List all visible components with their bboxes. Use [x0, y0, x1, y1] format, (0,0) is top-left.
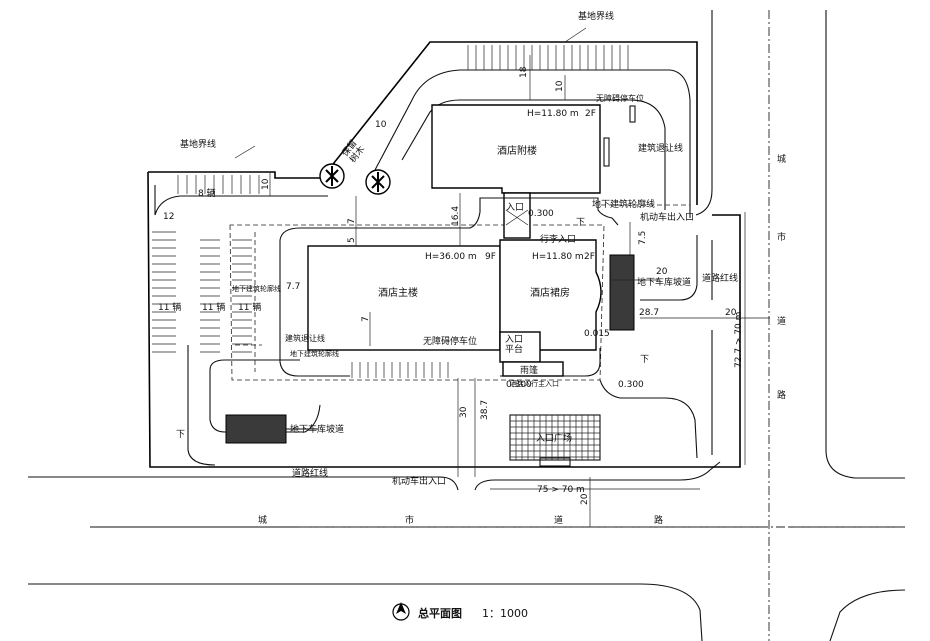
- label-underground-bottom: 地下建筑轮廓线: [290, 349, 339, 358]
- elevation-4: 0.015: [584, 329, 610, 339]
- label-city-road-b3: 路: [654, 514, 663, 526]
- label-vehicle-entrance-right: 机动车出入口: [640, 211, 694, 223]
- parking-count-left3: 11 辆: [238, 301, 261, 313]
- parking-count-left1: 11 辆: [158, 301, 181, 313]
- dim-38-7: 38.7: [480, 400, 490, 420]
- label-entrance-main: 入口平台: [505, 334, 523, 355]
- dim-30: 30: [459, 406, 469, 418]
- dim-12: 12: [163, 212, 174, 222]
- label-city-road-b2: 道: [554, 514, 563, 526]
- elevation-1: 0.300: [528, 209, 554, 219]
- ramp-left: [225, 414, 287, 444]
- label-main-entrance-note: 酒店入行主入口: [510, 379, 559, 388]
- label-underground-left: 地下建筑轮廓线: [232, 284, 281, 293]
- height-annex: H=11.80 m: [527, 109, 579, 119]
- elevation-3: 0.300: [618, 380, 644, 390]
- label-site-boundary-left: 基地界线: [180, 138, 216, 150]
- ramp-right: [609, 254, 635, 331]
- label-underground-top: 地下建筑轮廓线: [592, 198, 655, 210]
- dim-5: 5: [347, 237, 357, 243]
- label-canopy: 雨篷: [520, 364, 538, 376]
- floors-annex: 2F: [585, 109, 596, 119]
- parking-count-left2: 11 辆: [202, 301, 225, 313]
- drawing-caption: 总平面图 1：1000: [392, 602, 528, 621]
- dim-20c: 20: [580, 493, 590, 505]
- annex-building: [431, 104, 601, 194]
- dim-28-7: 28.7: [639, 308, 659, 318]
- label-annex-building: 酒店附楼: [497, 144, 537, 157]
- label-road-redline-bottom: 道路红线: [292, 467, 328, 479]
- preserved-trees: [319, 163, 391, 195]
- label-podium: 酒店裙房: [530, 286, 570, 299]
- label-pedestrian-entrance: 行李入口: [540, 233, 576, 245]
- dim-20a: 20: [656, 267, 668, 277]
- caption-title: 总平面图: [418, 606, 462, 620]
- label-down-top: 下: [576, 218, 585, 228]
- parking-stalls: [152, 45, 629, 378]
- dim-72-7: 72.7 > 70 m: [734, 312, 744, 368]
- label-city-road-r1: 市: [777, 231, 786, 243]
- label-city-road-b1: 市: [405, 514, 414, 526]
- label-ramp-left: 地下车库坡道: [290, 423, 344, 435]
- dim-20b: 20: [725, 308, 737, 318]
- label-setback-left: 建筑退让线: [285, 333, 325, 343]
- podium-building: [499, 239, 602, 351]
- dim-10b: 10: [375, 120, 387, 130]
- label-city-road-b0: 城: [258, 515, 267, 526]
- dim-7-7: 7.7: [286, 282, 300, 292]
- label-setback-right: 建筑退让线: [638, 142, 683, 154]
- label-accessible-parking-top: 无障碍停车位: [596, 93, 644, 103]
- label-city-road-r3: 路: [777, 389, 786, 401]
- label-site-boundary-top: 基地界线: [578, 10, 614, 22]
- internal-drive: [154, 69, 698, 466]
- height-podium: H=11.80 m: [532, 252, 584, 262]
- label-city-road-r2: 道: [777, 315, 786, 327]
- label-down-left: 下: [176, 430, 185, 440]
- dim-7-5: 7.5: [638, 231, 648, 245]
- garage-ramps: [225, 254, 635, 444]
- buildings: [279, 104, 636, 467]
- elevation-2: 0.300: [506, 380, 532, 390]
- dim-10c: 10: [261, 178, 271, 190]
- label-road-redline-right: 道路红线: [702, 272, 738, 284]
- north-pointer-icon: [396, 602, 406, 614]
- label-down-right: 下: [640, 355, 649, 365]
- floors-main: 9F: [485, 252, 496, 262]
- label-ramp-right: 地下车库坡道: [637, 276, 691, 288]
- label-city-road-r0: 城: [777, 154, 786, 165]
- label-plaza: 入口广场: [536, 432, 572, 444]
- city-road-network: [28, 10, 906, 641]
- dimension-lines: [269, 55, 770, 527]
- label-vehicle-entrance-bottom: 机动车出入口: [392, 475, 446, 487]
- dim-10a: 10: [555, 80, 565, 92]
- parking-count-top: 8 辆: [198, 187, 216, 199]
- floors-podium: 2F: [584, 252, 595, 262]
- connector: [503, 192, 531, 239]
- caption-scale: 1：1000: [482, 607, 528, 620]
- dim-7a: 7: [347, 218, 357, 224]
- label-entrance-top: 入口: [506, 202, 524, 213]
- height-main: H=36.00 m: [425, 252, 477, 262]
- dim-18: 18: [519, 66, 529, 78]
- dim-7b: 7: [361, 316, 371, 322]
- entrance-plaza: [509, 414, 601, 461]
- label-preserved-trees: 保留树木: [339, 137, 367, 165]
- dim-16-4: 16.4: [451, 206, 461, 226]
- dim-75: 75 > 70 m: [537, 485, 585, 495]
- label-main-building: 酒店主楼: [378, 286, 418, 299]
- label-accessible-parking-bottom: 无障碍停车位: [423, 335, 477, 347]
